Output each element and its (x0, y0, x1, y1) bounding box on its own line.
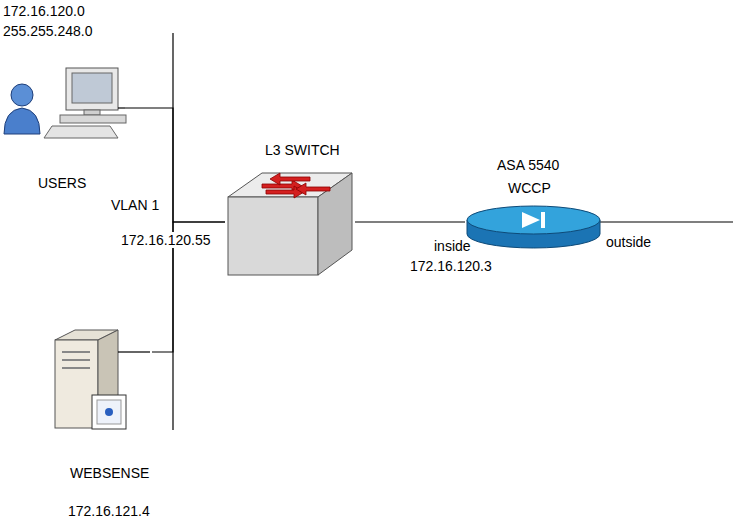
computer-icon (44, 68, 126, 138)
server-node: WEBSENSE 172.16.121.4 (40, 325, 152, 521)
node-address: 172.16.121.4 (68, 503, 150, 519)
vlan-label: VLAN 1 (110, 197, 160, 213)
node-label: WEBSENSE (70, 465, 149, 481)
interface-name: inside (433, 238, 472, 254)
subnet-address: 172.16.120.0 (2, 3, 86, 19)
interface-name: outside (605, 234, 652, 250)
switch-icon (228, 173, 352, 275)
interface-address: 172.16.120.55 (120, 232, 212, 248)
subnet-mask: 255.255.248.0 (2, 23, 94, 39)
network-link (355, 221, 465, 222)
server-icon (55, 330, 150, 429)
firewall-node: ASA 5540WCCP (465, 157, 605, 252)
node-label: WCCP (508, 180, 551, 196)
node-label: USERS (38, 175, 86, 191)
users-node: USERS (0, 60, 125, 195)
node-label: ASA 5540 (497, 157, 559, 173)
user-icon (4, 84, 40, 134)
node-label: L3 SWITCH (265, 142, 340, 158)
interface-address: 172.16.120.3 (409, 258, 493, 274)
firewall-icon (467, 206, 600, 248)
outside-link (600, 221, 733, 222)
switch-node: L3 SWITCH (225, 142, 355, 278)
